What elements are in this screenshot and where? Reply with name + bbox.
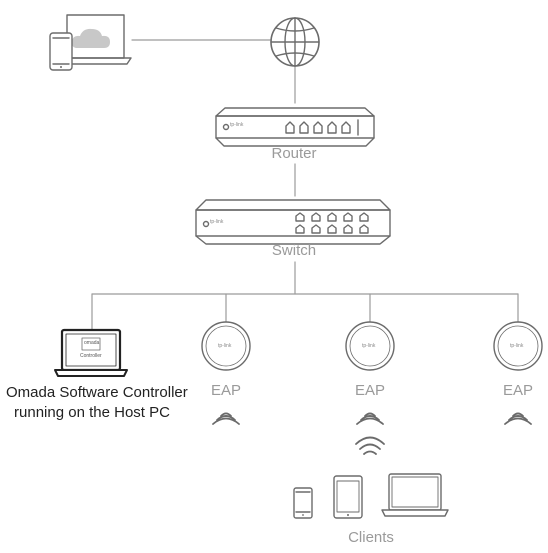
clients-label: Clients — [348, 529, 394, 546]
controller-screen-logo: omada — [84, 340, 100, 346]
client-laptop-icon — [381, 473, 449, 517]
cloud-icon — [71, 28, 110, 48]
controller-label-line1: Omada Software Controller — [6, 384, 188, 401]
wifi-icon-clients — [355, 436, 385, 455]
client-phone-icon — [293, 487, 313, 519]
controller-label-line2: running on the Host PC — [14, 404, 170, 421]
wifi-icon-eap2 — [356, 412, 384, 425]
client-tablet-icon — [333, 475, 363, 519]
internet-globe-icon — [270, 17, 320, 67]
router-brand-text: tp-link — [230, 122, 244, 128]
router-device — [215, 107, 375, 147]
controller-laptop — [54, 328, 128, 377]
switch-device — [195, 199, 391, 245]
router-label: Router — [271, 145, 317, 162]
eap2-label: EAP — [354, 382, 386, 399]
switch-brand-text: tp-link — [210, 219, 224, 225]
switch-label: Switch — [271, 242, 317, 259]
eap3-brand-text: tp-link — [510, 343, 524, 349]
wifi-icon-eap1 — [212, 412, 240, 425]
switch-ports — [295, 212, 369, 234]
phone-top-icon — [49, 32, 73, 71]
eap-device-2 — [345, 321, 395, 371]
cloud-devices-group — [49, 14, 132, 71]
controller-screen-label: Controller — [80, 353, 102, 359]
connection-lines — [91, 39, 519, 331]
eap3-label: EAP — [502, 382, 534, 399]
eap2-brand-text: tp-link — [362, 343, 376, 349]
eap1-brand-text: tp-link — [218, 343, 232, 349]
eap1-label: EAP — [210, 382, 242, 399]
wifi-icon-eap3 — [504, 412, 532, 425]
eap-device-3 — [493, 321, 543, 371]
eap-device-1 — [201, 321, 251, 371]
controller-label: Omada Software Controller running on the… — [6, 383, 188, 423]
